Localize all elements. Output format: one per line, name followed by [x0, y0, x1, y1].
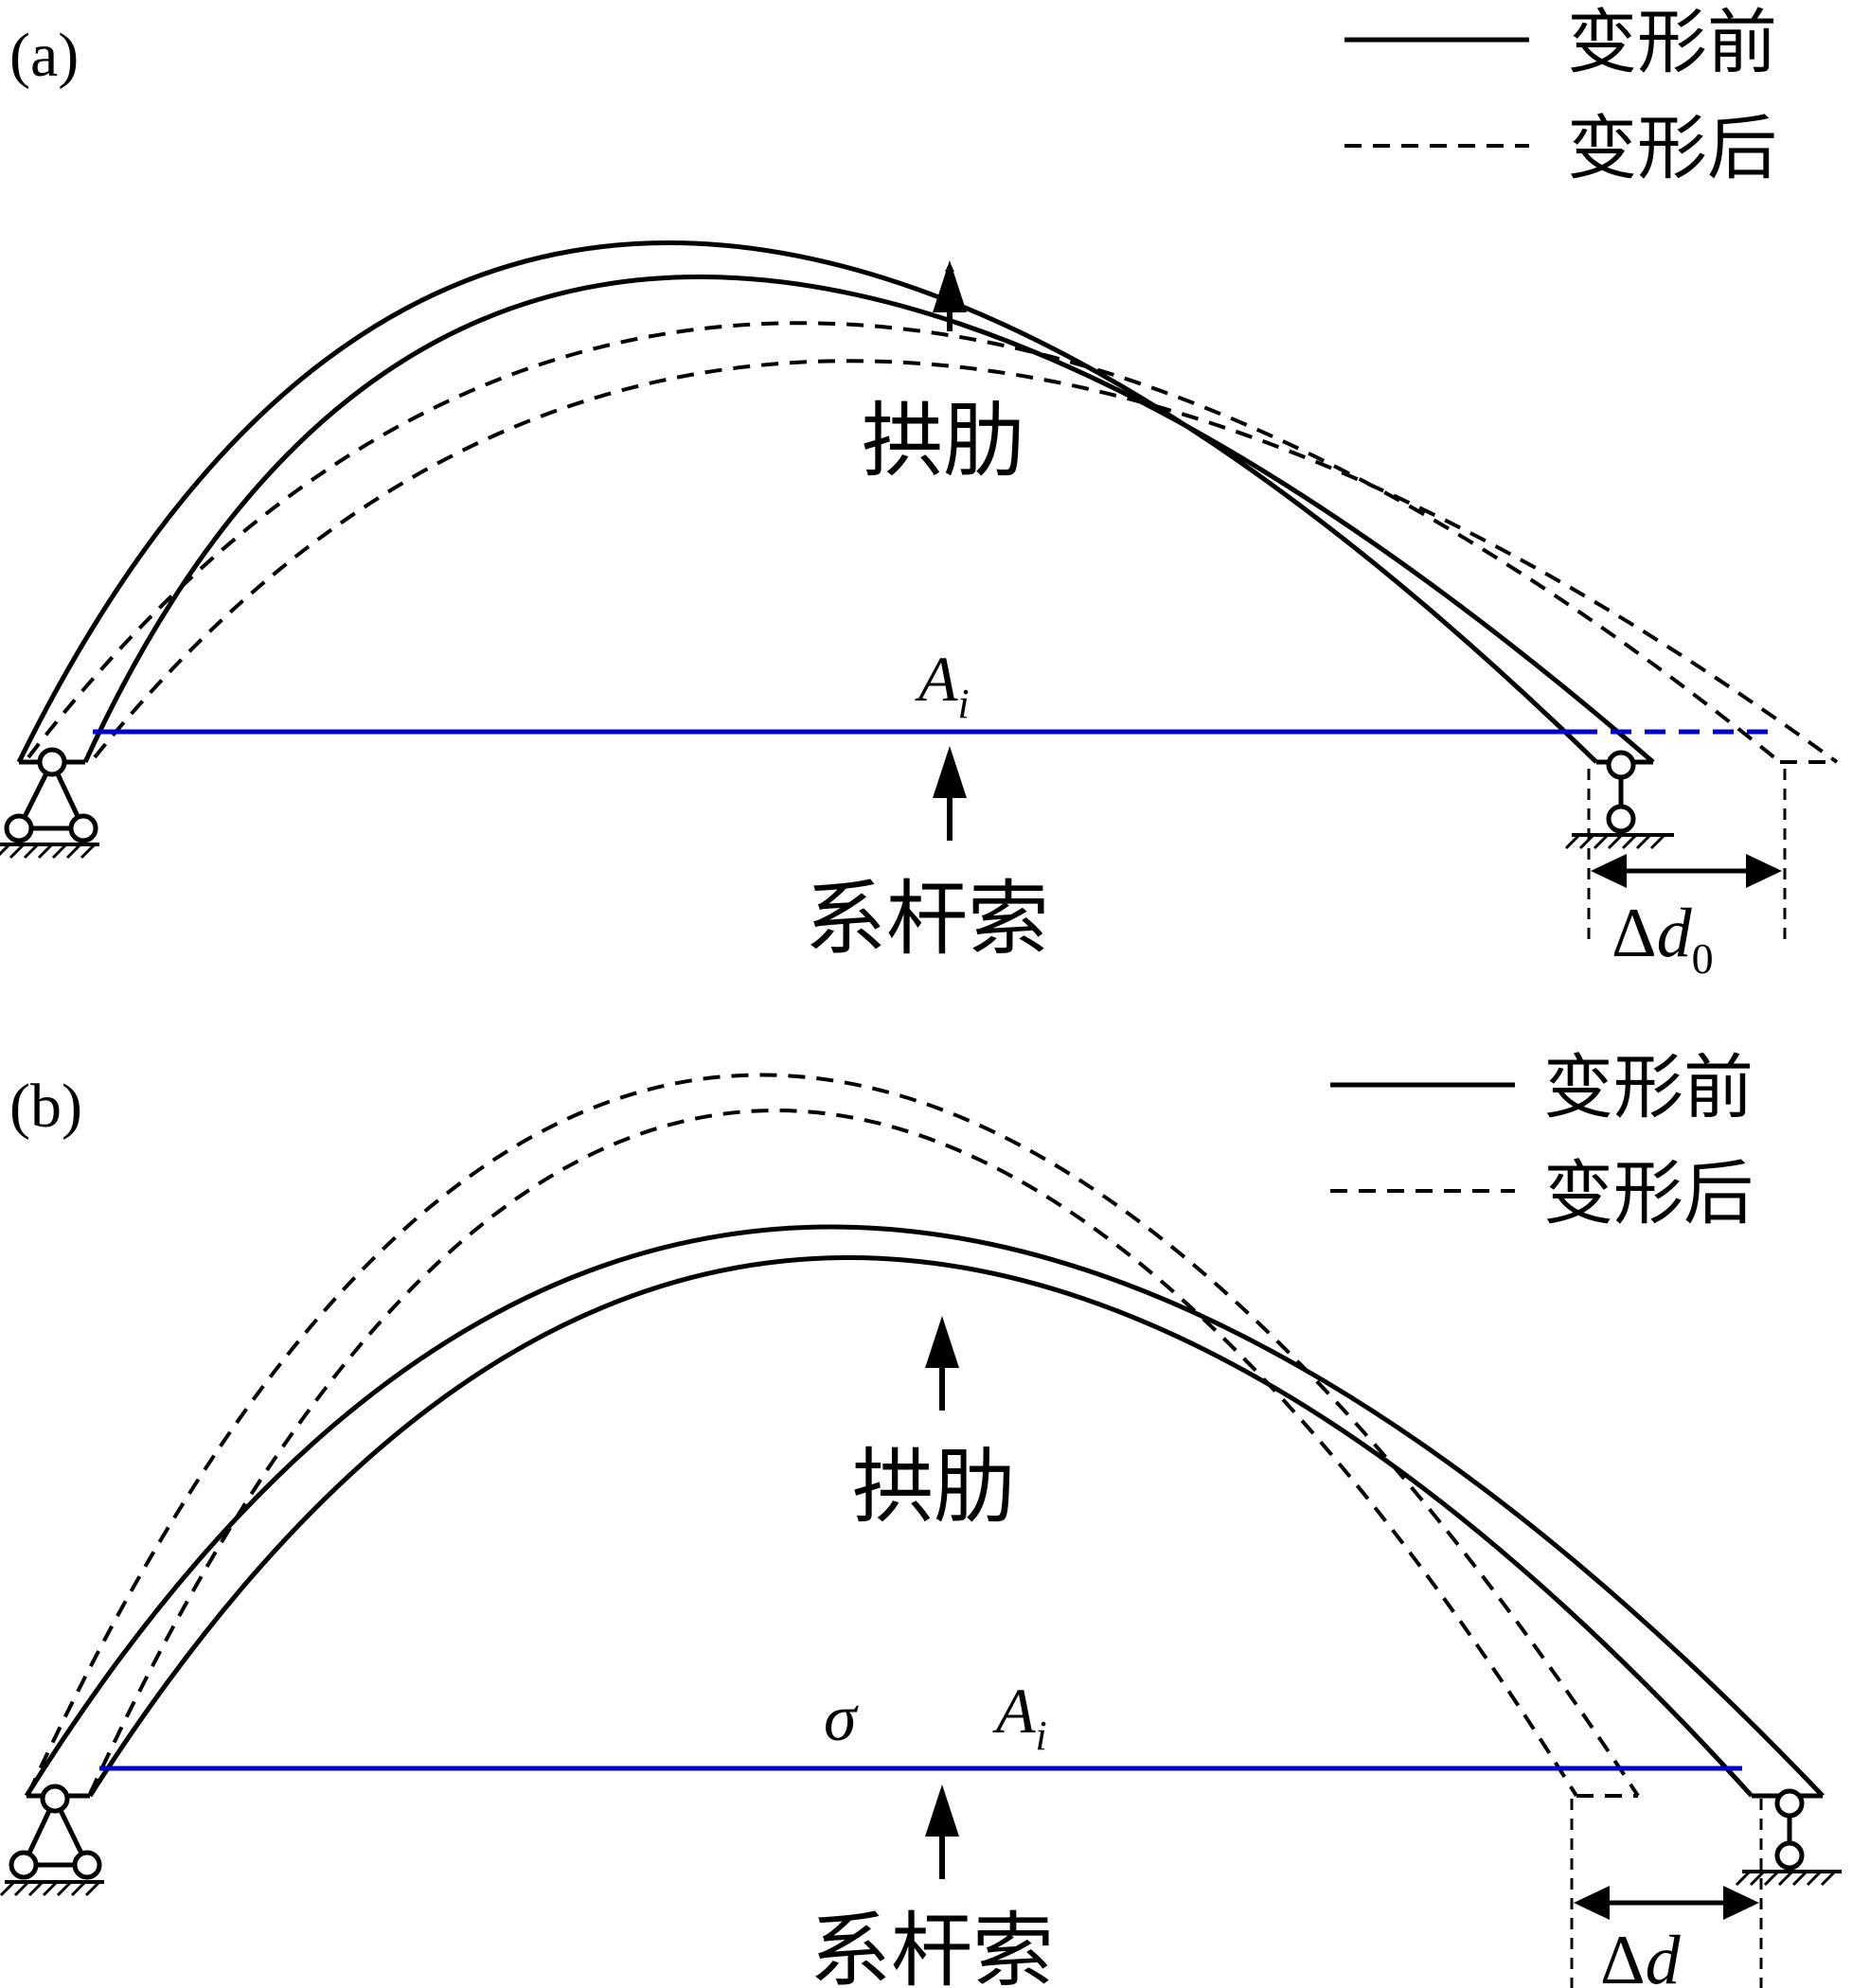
- legend-dashed-label: 变形后: [1567, 108, 1777, 189]
- arch-pointer-arrowhead: [933, 260, 967, 312]
- area-label: Ai: [915, 643, 970, 727]
- displacement-dimension: [1587, 769, 1787, 947]
- panel-a-legend: 变形前 变形后: [1344, 2, 1777, 189]
- arch-rib-label: 拱肋: [852, 1440, 1015, 1535]
- cable-pointer-arrowhead: [933, 746, 967, 798]
- legend-solid-label: 变形前: [1543, 1047, 1754, 1128]
- pin-support-left: [0, 747, 99, 860]
- displacement-label: Δd: [1600, 1922, 1682, 1988]
- cable-pointer-arrowhead: [925, 1784, 959, 1837]
- pin-support-left: [0, 1784, 104, 1897]
- arch-pointer-arrowhead: [925, 1316, 959, 1368]
- legend-solid-label: 变形前: [1567, 2, 1777, 83]
- area-label: Ai: [992, 1675, 1047, 1759]
- legend-dashed-label: 变形后: [1543, 1153, 1754, 1234]
- panel-a: (a) 变形前 变形后 Ai: [0, 2, 1839, 983]
- panel-b-label: (b): [9, 1072, 82, 1141]
- arch-rib-after: [27, 1073, 1640, 1798]
- arch-rib-after: [27, 321, 1839, 764]
- roller-support-right: [1735, 1788, 1842, 1887]
- displacement-dimension: [1570, 1799, 1763, 1988]
- panel-a-label: (a): [9, 21, 79, 90]
- tie-cable-label: 系杆索: [810, 1904, 1054, 1988]
- panel-b: (b) 变形前 变形后 σ Ai 拱肋: [0, 1047, 1842, 1988]
- stress-label: σ: [824, 1682, 859, 1755]
- displacement-label: Δd0: [1612, 895, 1714, 983]
- panel-b-legend: 变形前 变形后: [1330, 1047, 1754, 1234]
- roller-support-right: [1564, 750, 1674, 850]
- arch-rib-label: 拱肋: [862, 394, 1024, 488]
- tie-cable-label: 系杆索: [805, 872, 1049, 967]
